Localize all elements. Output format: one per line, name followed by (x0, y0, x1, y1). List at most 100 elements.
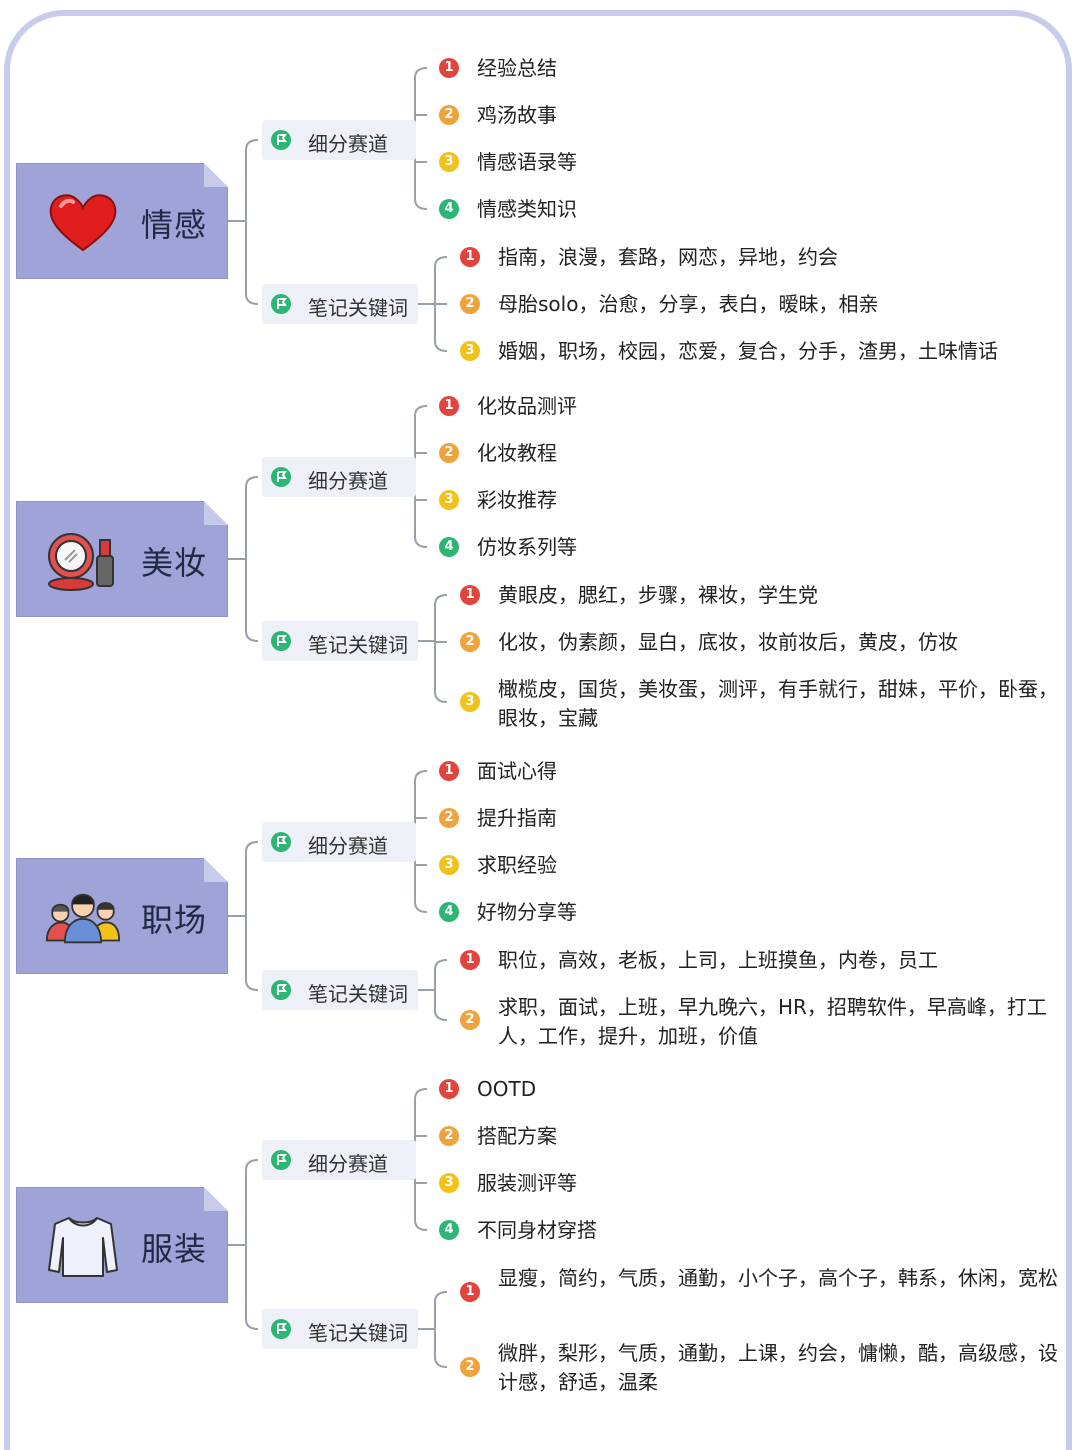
category-label: 服装 (141, 1230, 208, 1268)
list-item: 职位，高效，老板，上司，上班摸鱼，内卷，员工 (498, 948, 938, 972)
connector-line (245, 476, 259, 642)
number-badge-2: 2 (460, 632, 480, 652)
subnode-segments: 细分赛道 (262, 822, 416, 862)
connector-line (414, 67, 428, 210)
subnode-label: 笔记关键词 (308, 296, 408, 320)
number-badge-1: 1 (460, 247, 480, 267)
number-badge-1: 1 (460, 1282, 480, 1302)
number-badge-4: 4 (439, 537, 459, 557)
list-item: 求职经验 (477, 853, 557, 877)
subnode-label: 细分赛道 (308, 1152, 388, 1176)
number-badge-2: 2 (439, 808, 459, 828)
heart-icon (49, 194, 117, 252)
list-item: OOTD (477, 1077, 537, 1101)
sweater-icon (48, 1217, 118, 1277)
subnode-segments: 细分赛道 (262, 1140, 416, 1180)
folded-corner (204, 163, 228, 187)
subnode-segments: 细分赛道 (262, 120, 416, 160)
number-badge-2: 2 (460, 1010, 480, 1030)
connector-line (245, 841, 259, 991)
list-item: 面试心得 (477, 759, 557, 783)
diagram-frame (4, 10, 1072, 1450)
folded-corner (204, 858, 228, 882)
list-item: 显瘦，简约，气质，通勤，小个子，高个子，韩系，休闲，宽松 (498, 1266, 1058, 1290)
subnode-label: 笔记关键词 (308, 633, 408, 657)
flag-icon (271, 130, 291, 150)
list-item: 化妆，伪素颜，显白，底妆，妆前妆后，黄皮，仿妆 (498, 630, 958, 654)
number-badge-4: 4 (439, 902, 459, 922)
number-badge-4: 4 (439, 199, 459, 219)
list-item: 不同身材穿搭 (477, 1218, 597, 1242)
flag-icon (271, 631, 291, 651)
makeup-mirror-icon (48, 533, 114, 591)
list-item: 好物分享等 (477, 900, 577, 924)
list-item: 橄榄皮，国货，美妆蛋，测评，有手就行，甜妹，平价，卧蚕，眼妆，宝藏 (498, 677, 1058, 730)
connector-line (245, 139, 259, 305)
connector-line (434, 594, 448, 703)
number-badge-2: 2 (439, 1126, 459, 1146)
subnode-keywords: 笔记关键词 (262, 621, 418, 661)
list-item: 鸡汤故事 (477, 103, 557, 127)
subnode-label: 细分赛道 (308, 834, 388, 858)
folded-corner (204, 1187, 228, 1211)
number-badge-2: 2 (460, 294, 480, 314)
flag-icon (271, 980, 291, 1000)
list-item: 指南，浪漫，套路，网恋，异地，约会 (498, 245, 838, 269)
list-item: 微胖，梨形，气质，通勤，上课，约会，慵懒，酷，高级感，设计感，舒适，温柔 (498, 1341, 1058, 1394)
number-badge-3: 3 (460, 692, 480, 712)
list-item: 服装测评等 (477, 1171, 577, 1195)
people-group-icon (45, 893, 121, 944)
list-item: 经验总结 (477, 56, 557, 80)
number-badge-1: 1 (439, 1079, 459, 1099)
flag-icon (271, 294, 291, 314)
list-item: 彩妆推荐 (477, 488, 557, 512)
number-badge-3: 3 (439, 490, 459, 510)
subnode-segments: 细分赛道 (262, 457, 416, 497)
number-badge-1: 1 (439, 396, 459, 416)
subnode-label: 笔记关键词 (308, 1321, 408, 1345)
number-badge-3: 3 (439, 152, 459, 172)
list-item: 黄眼皮，腮红，步骤，裸妆，学生党 (498, 583, 818, 607)
list-item: 母胎solo，治愈，分享，表白，暧昧，相亲 (498, 292, 879, 316)
connector-line (434, 959, 448, 1021)
number-badge-1: 1 (439, 58, 459, 78)
connector-line (414, 405, 428, 548)
list-item: 情感语录等 (477, 150, 577, 174)
number-badge-3: 3 (439, 1173, 459, 1193)
number-badge-3: 3 (439, 855, 459, 875)
category-node-workplace: 职场 (16, 858, 228, 974)
category-node-emotion: 情感 (16, 163, 228, 279)
connector-line (414, 1088, 428, 1231)
connector-line (245, 1159, 259, 1330)
number-badge-2: 2 (439, 443, 459, 463)
flag-icon (271, 1150, 291, 1170)
list-item: 提升指南 (477, 806, 557, 830)
category-label: 情感 (141, 206, 208, 244)
folded-corner (204, 501, 228, 525)
category-label: 美妆 (141, 544, 208, 582)
number-badge-3: 3 (460, 341, 480, 361)
category-node-makeup: 美妆 (16, 501, 228, 617)
flag-icon (271, 832, 291, 852)
flag-icon (271, 1319, 291, 1339)
flag-icon (271, 467, 291, 487)
number-badge-1: 1 (460, 585, 480, 605)
list-item: 婚姻，职场，校园，恋爱，复合，分手，渣男，土味情话 (498, 339, 998, 363)
subnode-label: 细分赛道 (308, 132, 388, 156)
subnode-label: 细分赛道 (308, 469, 388, 493)
list-item: 化妆品测评 (477, 394, 577, 418)
number-badge-1: 1 (460, 950, 480, 970)
connector-line (414, 770, 428, 913)
subnode-label: 笔记关键词 (308, 982, 408, 1006)
subnode-keywords: 笔记关键词 (262, 970, 418, 1010)
list-item: 求职，面试，上班，早九晚六，HR，招聘软件，早高峰，打工人，工作，提升，加班，价… (498, 995, 1047, 1048)
number-badge-2: 2 (460, 1357, 480, 1377)
list-item: 搭配方案 (477, 1124, 557, 1148)
subnode-keywords: 笔记关键词 (262, 284, 418, 324)
subnode-keywords: 笔记关键词 (262, 1309, 418, 1349)
category-label: 职场 (141, 901, 208, 939)
number-badge-2: 2 (439, 105, 459, 125)
list-item: 仿妆系列等 (477, 535, 577, 559)
category-node-clothing: 服装 (16, 1187, 228, 1303)
number-badge-1: 1 (439, 761, 459, 781)
